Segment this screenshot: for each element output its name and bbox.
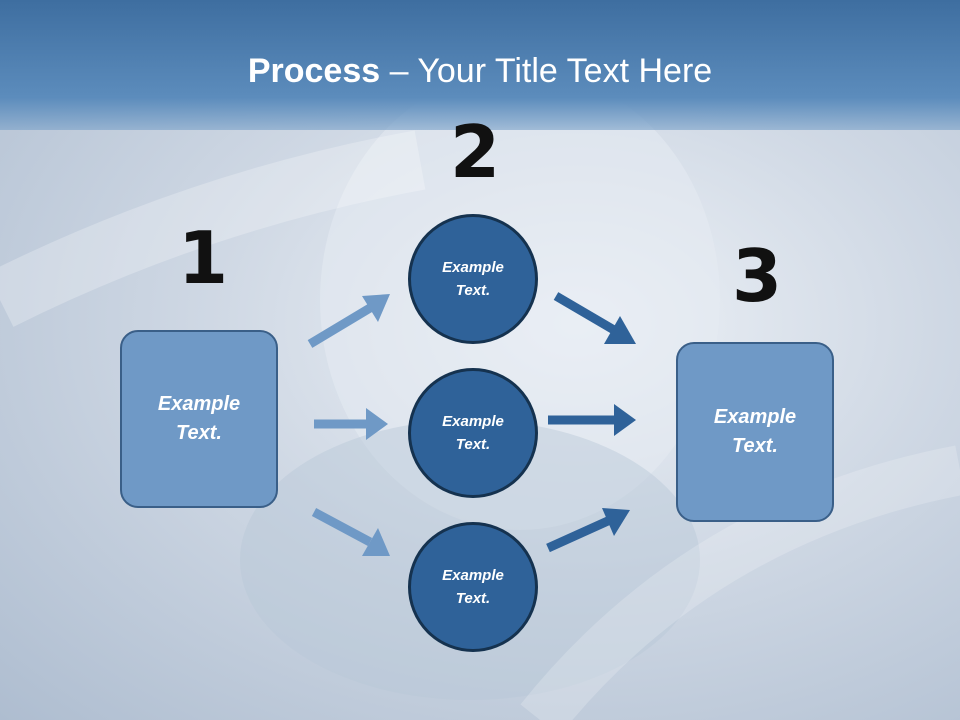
arrow-left-to-top xyxy=(307,294,390,348)
right-box-line2: Text. xyxy=(732,435,778,457)
left-box-line1: Example xyxy=(157,393,241,415)
left-box: Example Text. xyxy=(120,330,278,508)
step-number-1: 1 xyxy=(178,216,229,300)
title-bold: Process xyxy=(247,52,381,90)
circle-bottom-line2: Text. xyxy=(455,590,491,607)
circle-middle: Example Text. xyxy=(408,368,538,498)
circle-bottom: Example Text. xyxy=(408,522,538,652)
step-number-3: 3 xyxy=(732,234,783,318)
circle-top: Example Text. xyxy=(408,214,538,344)
title-band xyxy=(0,0,960,130)
arrow-left-to-bottom xyxy=(311,508,390,556)
arrow-middle-to-right xyxy=(548,404,636,436)
left-box-line2: Text. xyxy=(176,422,222,444)
circle-middle-line1: Example xyxy=(442,413,504,430)
arrow-bottom-to-right xyxy=(546,508,630,553)
right-box-line1: Example xyxy=(713,406,797,428)
slide-title: Process – Your Title Text Here xyxy=(0,52,960,91)
circle-top-line1: Example xyxy=(442,259,504,276)
title-rest: – Your Title Text Here xyxy=(380,52,713,90)
circle-top-line2: Text. xyxy=(455,282,491,299)
right-box: Example Text. xyxy=(676,342,834,522)
arrow-top-to-right xyxy=(553,292,636,344)
circle-middle-line2: Text. xyxy=(455,436,491,453)
arrow-left-to-middle xyxy=(314,408,388,440)
circle-bottom-line1: Example xyxy=(442,567,504,584)
step-number-2: 2 xyxy=(450,110,501,194)
